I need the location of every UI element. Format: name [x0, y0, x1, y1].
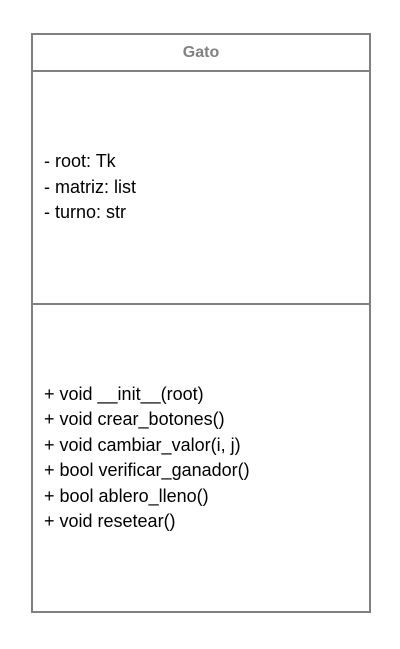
method-ablero-lleno: + bool ablero_lleno() — [44, 485, 209, 506]
attributes-section: - root: Tk - matriz: list - turno: str — [33, 72, 369, 305]
methods-section: + void __init__(root) + void crear_boton… — [33, 305, 369, 611]
uml-class-box: Gato - root: Tk - matriz: list - turno: … — [31, 33, 371, 613]
attribute-turno: - turno: str — [44, 202, 127, 223]
attribute-root: - root: Tk — [44, 151, 116, 172]
method-verificar-ganador: + bool verificar_ganador() — [44, 460, 250, 480]
method-cambiar-valor: + void cambiar_valor(i, j) — [44, 434, 241, 455]
class-name: Gato — [182, 43, 220, 61]
attribute-matriz: - matriz: list — [44, 176, 136, 197]
method-crear-botones: + void crear_botones() — [44, 409, 225, 429]
method-resetear: + void resetear() — [44, 511, 176, 531]
method-init: + void __init__(root) — [44, 383, 204, 404]
class-header: Gato — [33, 35, 369, 72]
